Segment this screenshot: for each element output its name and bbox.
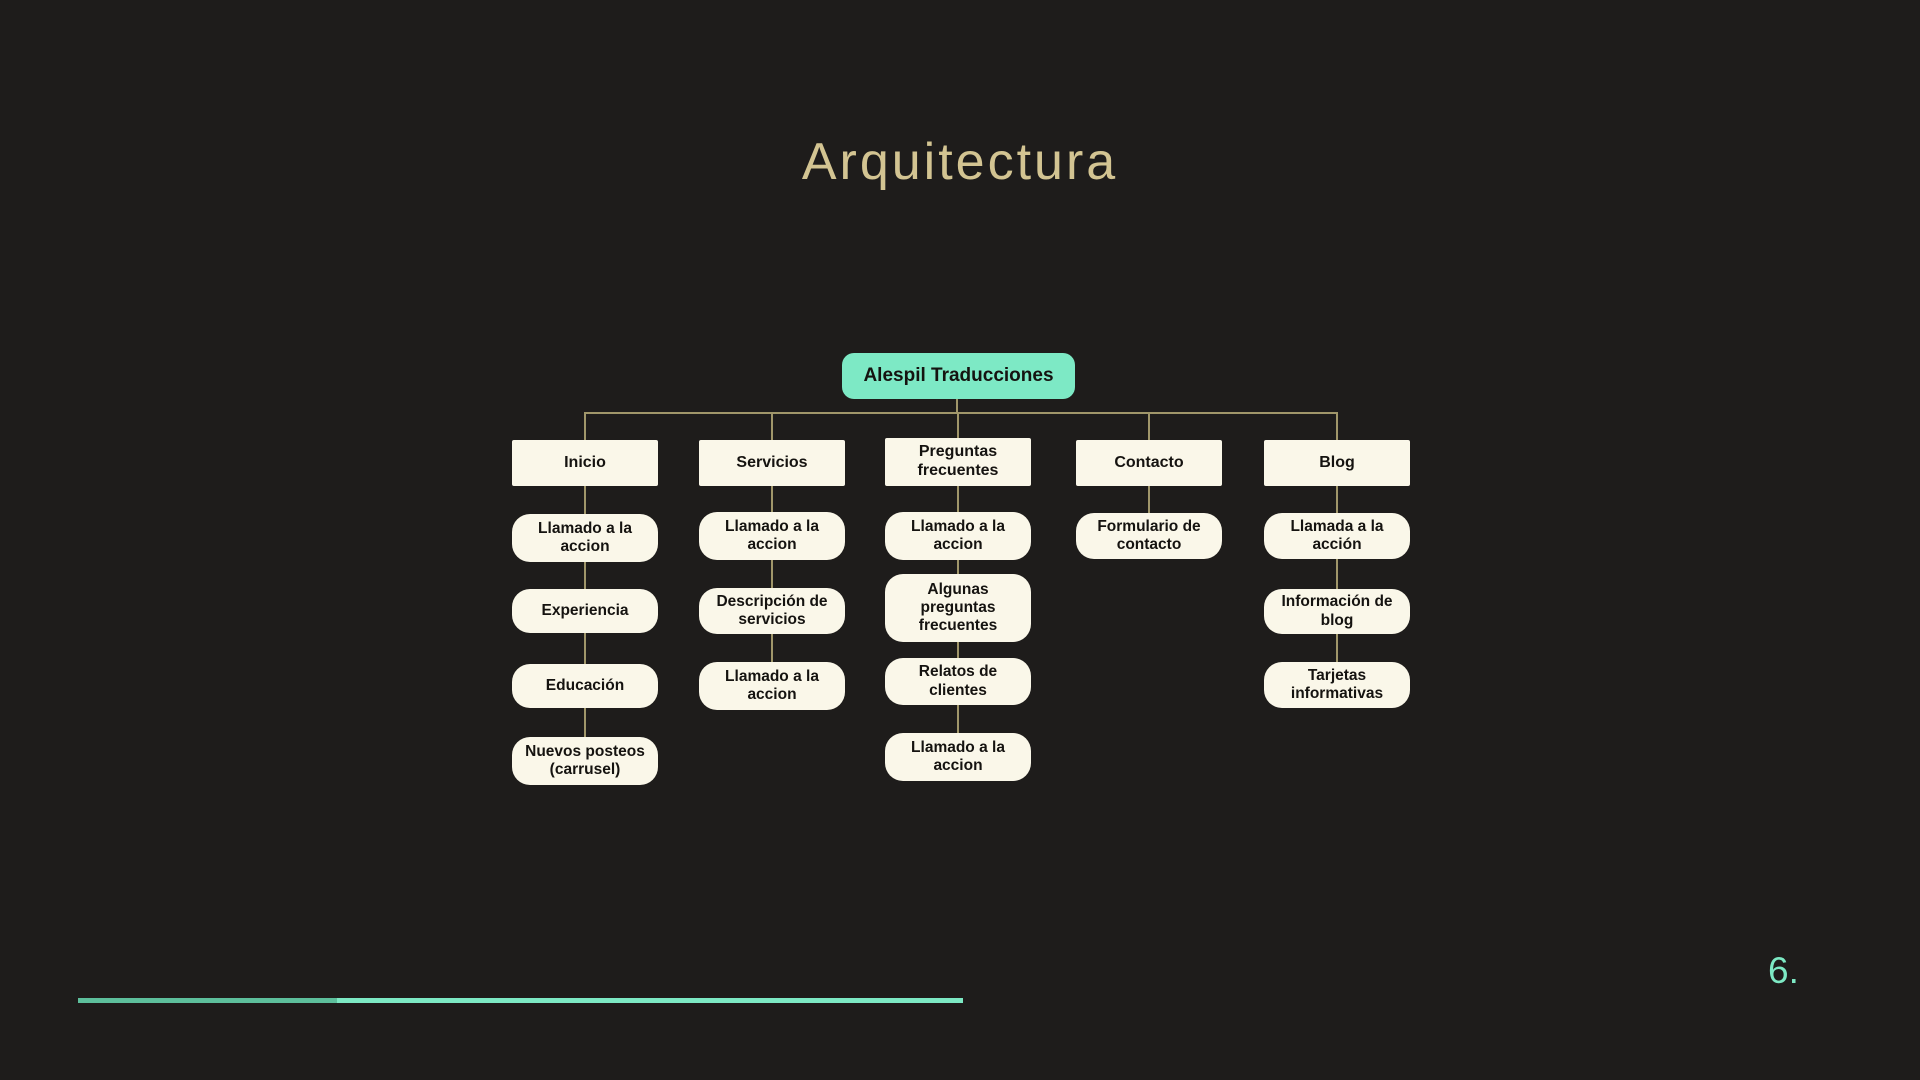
tree-node: Relatos de clientes — [885, 658, 1031, 705]
tree-node: Nuevos posteos (carrusel) — [512, 737, 658, 785]
tree-node: Información de blog — [1264, 589, 1410, 634]
footer-accent-line-right — [337, 998, 963, 1003]
tree-header-inicio: Inicio — [512, 440, 658, 486]
tree-node: Descripción de servicios — [699, 588, 845, 634]
footer-accent-line-left — [78, 998, 337, 1003]
tree-node: Formulario de contacto — [1076, 513, 1222, 559]
tree-node: Experiencia — [512, 589, 658, 633]
tree-node: Educación — [512, 664, 658, 708]
tree-root-node: Alespil Traducciones — [842, 353, 1075, 399]
tree-node: Algunas preguntas frecuentes — [885, 574, 1031, 642]
slide-title: Arquitectura — [801, 133, 1119, 191]
tree-header-servicios: Servicios — [699, 440, 845, 486]
tree-header-preguntas: Preguntas frecuentes — [885, 438, 1031, 486]
tree-node: Llamado a la accion — [885, 512, 1031, 560]
tree-header-blog: Blog — [1264, 440, 1410, 486]
tree-node: Llamado a la accion — [885, 733, 1031, 781]
page-number: 6. — [1768, 950, 1799, 991]
tree-node: Tarjetas informativas — [1264, 662, 1410, 708]
tree-node: Llamado a la accion — [699, 512, 845, 560]
tree-node: Llamado a la accion — [512, 514, 658, 562]
tree-header-contacto: Contacto — [1076, 440, 1222, 486]
connector-horizontal — [584, 412, 1338, 414]
tree-node: Llamada a la acción — [1264, 513, 1410, 559]
connector-root-stem — [956, 398, 958, 414]
tree-node: Llamado a la accion — [699, 662, 845, 710]
connector-col-inicio — [584, 412, 586, 761]
